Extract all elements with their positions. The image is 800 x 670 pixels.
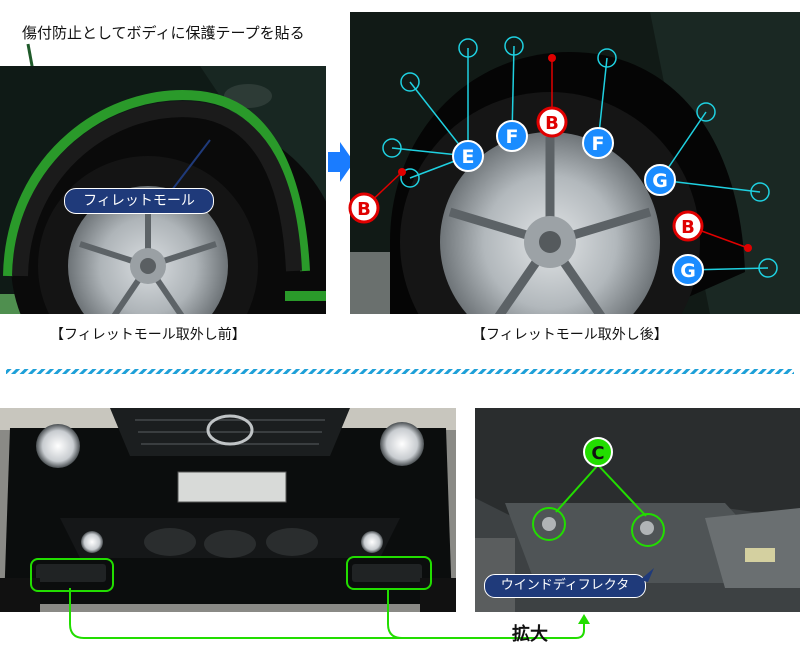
point-marker (398, 168, 406, 176)
label-c: C (583, 437, 613, 467)
zoom-connector-arrow (69, 588, 590, 639)
fillet-molding-callout-arrow (171, 139, 211, 191)
svg-text:G: G (680, 260, 696, 282)
label-g-upper: G (644, 164, 676, 196)
after-removal-annotations: B B B E F F G G (348, 36, 778, 286)
svg-text:F: F (592, 133, 605, 155)
protective-tape-note: 傷付防止としてボディに保護テープを貼る (22, 24, 305, 42)
photo-after-removal (350, 12, 800, 314)
caption-before-removal: 【フィレットモール取外し前】 (50, 327, 246, 343)
clip-location-circle (458, 38, 478, 58)
svg-text:C: C (591, 443, 604, 464)
wind-deflector-callout-tail (640, 568, 654, 582)
clip-location-circle (532, 507, 566, 541)
caption-after-removal: 【フィレットモール取外し後】 (472, 327, 668, 343)
clip-location-circle (750, 182, 770, 202)
zoom-label: 拡大 (512, 624, 548, 645)
label-f-right: F (582, 127, 614, 159)
clip-location-circle (758, 258, 778, 278)
label-b-top: B (536, 106, 568, 138)
fillet-molding-callout-text: フィレットモール (83, 193, 195, 209)
section-divider (6, 369, 794, 374)
clip-location-circle (382, 138, 402, 158)
clip-location-circle (400, 168, 420, 188)
label-f-left: F (496, 120, 528, 152)
deflector-left-highlight (30, 558, 114, 592)
clip-location-circle (504, 36, 524, 56)
wind-deflector-callout: ウインドディフレクタ (484, 574, 646, 598)
svg-text:B: B (545, 113, 559, 134)
label-b-right: B (672, 210, 704, 242)
label-g-lower: G (672, 254, 704, 286)
point-marker (744, 244, 752, 252)
before-after-arrow-icon (328, 142, 354, 182)
point-marker (548, 54, 556, 62)
svg-text:E: E (462, 146, 475, 168)
wind-deflector-callout-text: ウインドディフレクタ (500, 578, 630, 593)
clip-location-circle (631, 513, 665, 547)
label-e: E (452, 140, 484, 172)
label-b-left: B (348, 192, 380, 224)
svg-text:F: F (506, 126, 519, 148)
fillet-molding-callout: フィレットモール (64, 188, 214, 214)
clip-location-circle (696, 102, 716, 122)
svg-text:B: B (357, 199, 371, 220)
clip-location-circle (400, 72, 420, 92)
svg-text:B: B (681, 217, 695, 238)
clip-location-circle (597, 48, 617, 68)
svg-text:G: G (652, 170, 668, 192)
photo-front-bumper (0, 408, 456, 612)
